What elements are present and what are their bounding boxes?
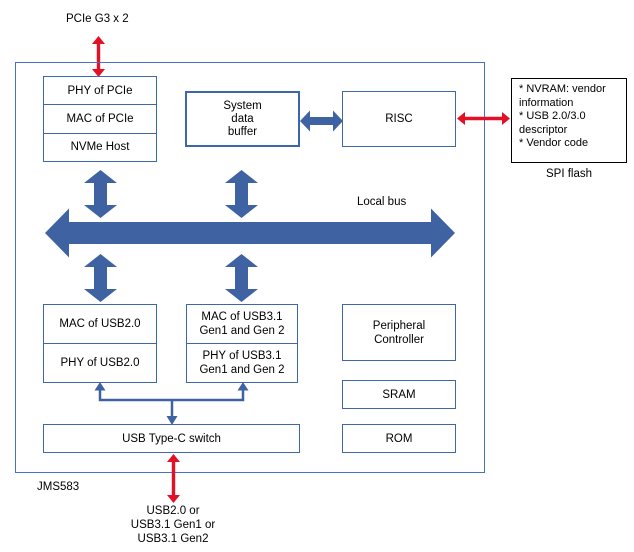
risc-spi-red-arrow-icon	[457, 112, 510, 125]
usb-port-red-arrow-icon	[167, 454, 180, 503]
usb-port-label: USB2.0 or USB3.1 Gen1 or USB3.1 Gen2	[93, 504, 253, 546]
local-bus-arrow-icon	[45, 208, 455, 258]
chip-boundary-box	[15, 62, 485, 473]
bus-nvme-arrow-icon	[84, 170, 117, 218]
sram-block: SRAM	[342, 380, 456, 409]
spi-flash-caption: SPI flash	[545, 168, 593, 180]
rom-block: ROM	[342, 424, 456, 453]
phy-pcie-block: PHY of PCIe	[67, 84, 133, 97]
spi-flash-notes-box: * NVRAM: vendor information * USB 2.0/3.…	[511, 78, 627, 163]
bus-usb31-arrow-icon	[225, 254, 258, 302]
bus-usb2-arrow-icon	[84, 254, 117, 302]
spi-note-vendor-code: * Vendor code	[519, 137, 589, 149]
usb-typec-switch-block: USB Type-C switch	[43, 424, 300, 453]
phy-usb31-block: PHY of USB3.1 Gen1 and Gen 2	[187, 343, 297, 382]
usb-switch-connector-arrows	[94, 382, 249, 425]
pcie-red-arrow-icon	[92, 36, 105, 77]
usb-port-line-1: USB2.0 or	[146, 505, 200, 517]
local-bus-label: Local bus	[357, 196, 407, 208]
chip-name-label: JMS583	[37, 481, 80, 493]
usb-port-line-2: USB3.1 Gen1 or	[130, 519, 216, 531]
risc-block: RISC	[342, 91, 456, 147]
peripheral-controller-block: Peripheral Controller	[342, 304, 456, 361]
nvme-host-block: NVMe Host	[44, 132, 156, 161]
mac-usb31-block: MAC of USB3.1 Gen1 and Gen 2	[199, 311, 285, 337]
spi-note-descriptor: * USB 2.0/3.0 descriptor	[519, 110, 586, 136]
pcie-port-label: PCIe G3 x 2	[66, 13, 129, 25]
mac-pcie-block: MAC of PCIe	[44, 104, 156, 132]
phy-usb2-block: PHY of USB2.0	[44, 343, 156, 382]
usb2-stack-box: MAC of USB2.0 PHY of USB2.0	[43, 304, 157, 383]
mac-usb2-block: MAC of USB2.0	[59, 318, 141, 330]
system-data-buffer-block: System data buffer	[185, 91, 300, 147]
bus-buffer-arrow-icon	[225, 170, 258, 218]
spi-note-nvram: * NVRAM: vendor information	[519, 83, 606, 109]
usb-port-line-3: USB3.1 Gen2	[137, 533, 209, 545]
pcie-stack-box: PHY of PCIe MAC of PCIe NVMe Host	[43, 76, 157, 162]
buffer-risc-arrow-icon	[300, 110, 343, 132]
usb31-stack-box: MAC of USB3.1 Gen1 and Gen 2 PHY of USB3…	[186, 304, 298, 383]
